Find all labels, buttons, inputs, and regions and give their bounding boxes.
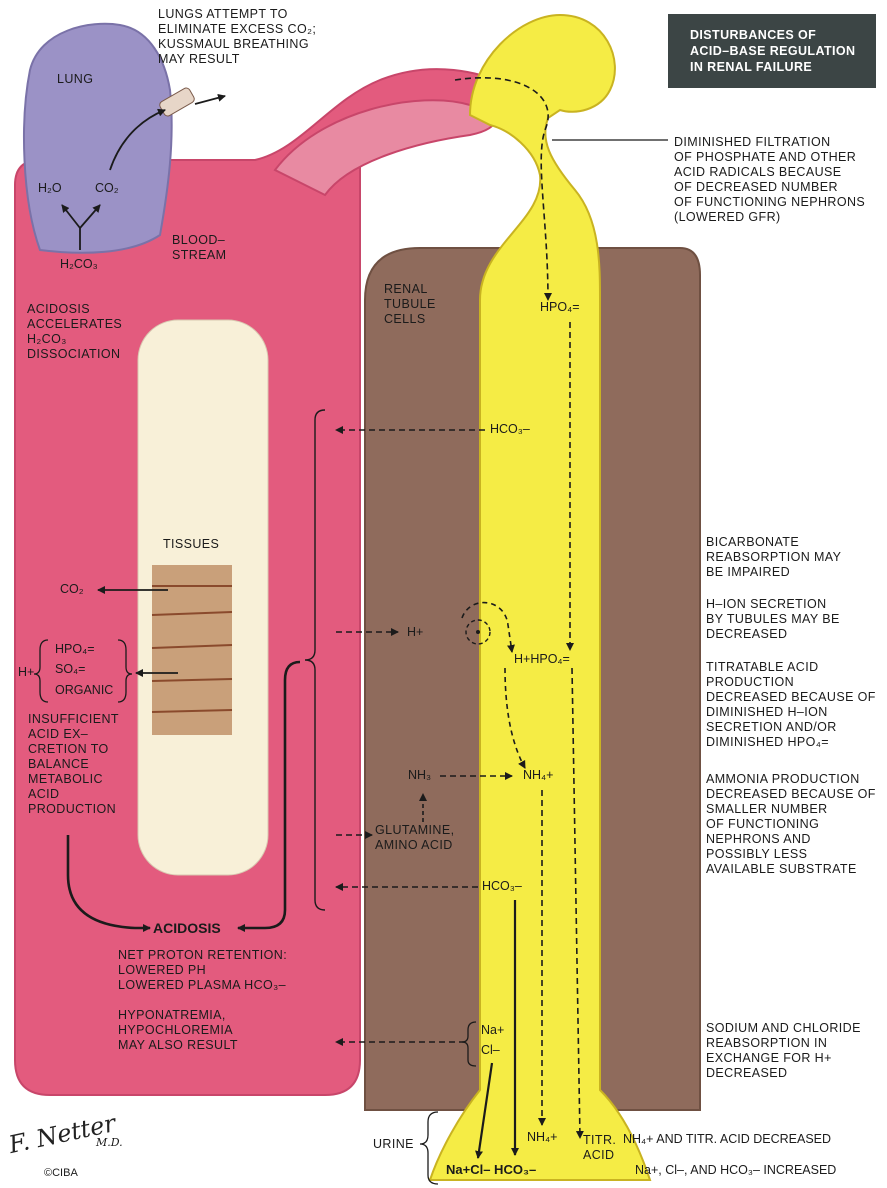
hco3-lower-label: HCO₃–: [482, 879, 522, 893]
urine-ions-label: Na+Cl– HCO₃–: [446, 1162, 536, 1177]
h-hpo4-label: H+HPO₄=: [514, 652, 570, 666]
lungs-note: LUNGS ATTEMPT TO ELIMINATE EXCESS CO₂; K…: [158, 7, 316, 67]
renal-tubule-cells-label: RENAL TUBULE CELLS: [384, 282, 436, 327]
h-ion-pump-center: [476, 630, 480, 634]
acidosis-accelerates-label: ACIDOSIS ACCELERATES H₂CO₃ DISSOCIATION: [27, 302, 122, 362]
tissues-label: TISSUES: [163, 537, 219, 552]
blood-vessel-loop: [275, 100, 494, 195]
titratable-note: TITRATABLE ACID PRODUCTION DECREASED BEC…: [706, 660, 876, 750]
na-increased-note: Na+, Cl–, AND HCO₃– INCREASED: [635, 1163, 836, 1177]
signature-degree: M.D.: [96, 1136, 123, 1149]
nh4-tubule-label: NH₄+: [523, 768, 553, 782]
glutamine-label: GLUTAMINE, AMINO ACID: [375, 823, 454, 853]
sodium-note: SODIUM AND CHLORIDE REABSORPTION IN EXCH…: [706, 1021, 861, 1081]
lung-label: LUNG: [57, 72, 93, 87]
hco3-upper-label: HCO₃–: [490, 422, 530, 436]
net-proton-label: NET PROTON RETENTION: LOWERED pH LOWERED…: [118, 948, 287, 993]
h-ion-note: H–ION SECRETION BY TUBULES MAY BE DECREA…: [706, 597, 840, 642]
bloodstream-label: BLOOD– STREAM: [172, 233, 227, 263]
cl-minus-label: Cl–: [481, 1043, 500, 1057]
title-box: DISTURBANCES OF ACID–BASE REGULATION IN …: [668, 14, 876, 88]
nh3-label: NH₃: [408, 768, 431, 782]
co2-lung-label: CO₂: [95, 181, 119, 195]
h-plus-tissue-label: H+: [18, 665, 34, 679]
lung-shape: [24, 24, 172, 253]
nh4-urine-label: NH₄+: [527, 1130, 557, 1144]
exhale-out-arrow: [195, 96, 225, 104]
bicarbonate-note: BICARBONATE REABSORPTION MAY BE IMPAIRED: [706, 535, 841, 580]
hpo4-tissue-label: HPO₄=: [55, 642, 95, 656]
nh4-decreased-note: NH₄+ AND TITR. ACID DECREASED: [623, 1132, 831, 1146]
organic-label: ORGANIC: [55, 683, 113, 697]
ammonia-note: AMMONIA PRODUCTION DECREASED BECAUSE OF …: [706, 772, 876, 877]
h2o-label: H₂O: [38, 181, 62, 195]
acidosis-label: ACIDOSIS: [153, 920, 221, 936]
copyright-label: ©CIBA: [44, 1167, 78, 1179]
insufficient-label: INSUFFICIENT ACID EX– CRETION TO BALANCE…: [28, 712, 119, 817]
titr-acid-label: TITR. ACID: [583, 1133, 616, 1163]
h-plus-cell-label: H+: [407, 625, 423, 639]
so4-tissue-label: SO₄=: [55, 662, 85, 676]
hyponatremia-label: HYPONATREMIA, HYPOCHLOREMIA MAY ALSO RES…: [118, 1008, 238, 1053]
co2-tissue-label: CO₂: [60, 582, 84, 596]
urine-label: URINE: [373, 1137, 414, 1152]
na-plus-label: Na+: [481, 1023, 504, 1037]
h2co3-label: H₂CO₃: [60, 257, 98, 271]
diminished-filtration-note: DIMINISHED FILTRATION OF PHOSPHATE AND O…: [674, 135, 865, 225]
hpo4-filtrate-label: HPO₄=: [540, 300, 580, 314]
